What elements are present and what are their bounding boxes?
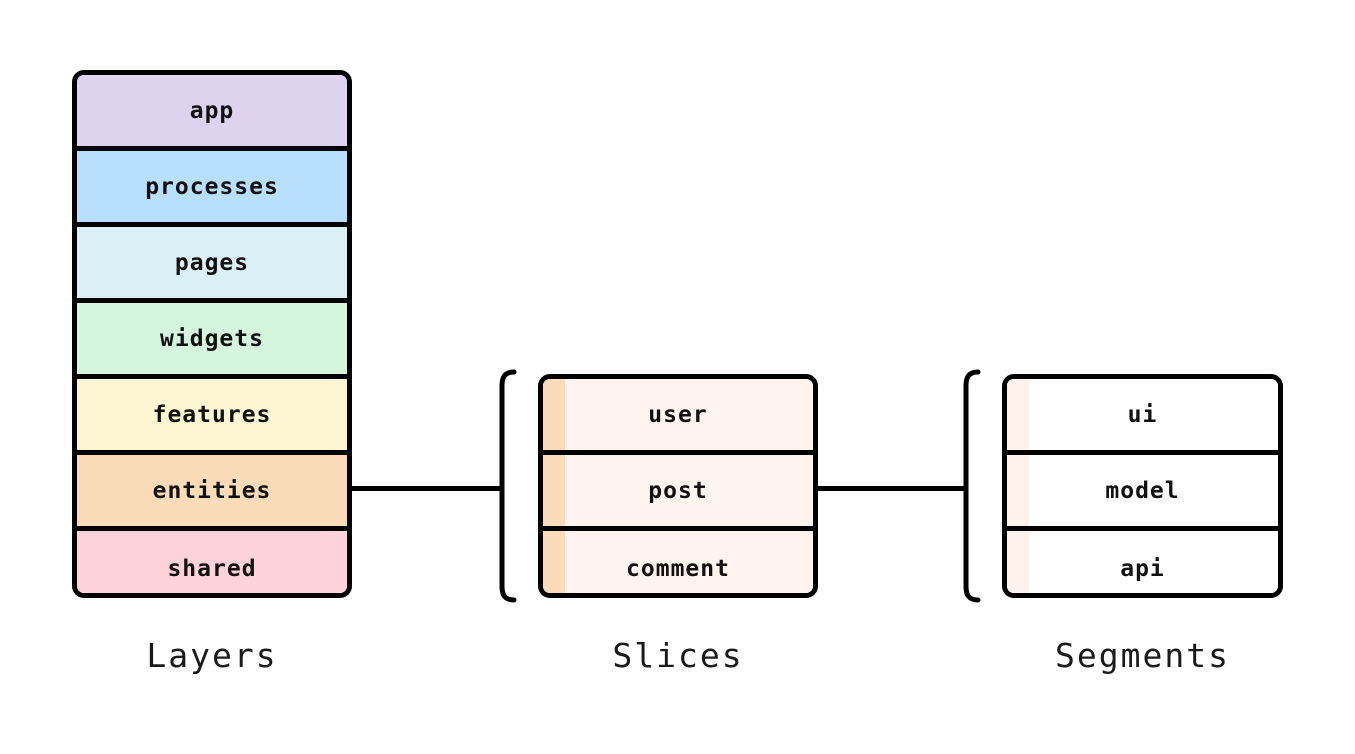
- slice-label-comment: comment: [626, 556, 730, 582]
- layer-row-entities[interactable]: entities: [77, 455, 347, 531]
- segment-stripe-model: [1007, 455, 1029, 526]
- segment-row-api[interactable]: api: [1007, 531, 1278, 593]
- layer-label-pages: pages: [174, 249, 250, 276]
- layer-row-app[interactable]: app: [77, 75, 347, 151]
- layer-row-shared[interactable]: shared: [77, 531, 347, 593]
- layers-stack: app processes pages widgets features ent…: [72, 70, 352, 598]
- layer-label-entities: entities: [152, 477, 272, 504]
- layer-label-features: features: [152, 401, 272, 428]
- slice-row-user[interactable]: user: [543, 379, 813, 455]
- layer-label-app: app: [189, 97, 235, 124]
- slice-stripe-user: [543, 379, 565, 450]
- connector-entities-to-slices: [350, 486, 502, 491]
- segment-stripe-ui: [1007, 379, 1029, 450]
- segments-bracket-icon: [956, 368, 986, 604]
- layer-label-shared: shared: [167, 556, 257, 582]
- segment-stripe-api: [1007, 531, 1029, 593]
- slice-stripe-post: [543, 455, 565, 526]
- segment-row-model[interactable]: model: [1007, 455, 1278, 531]
- segment-label-ui: ui: [1127, 401, 1158, 428]
- layer-row-features[interactable]: features: [77, 379, 347, 455]
- segment-label-model: model: [1105, 477, 1180, 504]
- slice-stripe-comment: [543, 531, 565, 593]
- slices-stack: user post comment: [538, 374, 818, 598]
- segments-stack: ui model api: [1002, 374, 1283, 598]
- layer-label-processes: processes: [145, 173, 279, 200]
- slice-label-user: user: [648, 401, 708, 428]
- layer-row-processes[interactable]: processes: [77, 151, 347, 227]
- connector-post-to-segments: [815, 486, 967, 491]
- layer-row-pages[interactable]: pages: [77, 227, 347, 303]
- caption-segments: Segments: [1055, 636, 1230, 675]
- slices-bracket-icon: [492, 368, 522, 604]
- segment-row-ui[interactable]: ui: [1007, 379, 1278, 455]
- segment-label-api: api: [1120, 556, 1165, 582]
- slice-row-comment[interactable]: comment: [543, 531, 813, 593]
- caption-slices: Slices: [612, 636, 744, 675]
- layer-row-widgets[interactable]: widgets: [77, 303, 347, 379]
- slice-row-post[interactable]: post: [543, 455, 813, 531]
- slice-label-post: post: [648, 477, 708, 504]
- caption-layers: Layers: [146, 636, 278, 675]
- layer-label-widgets: widgets: [160, 325, 264, 352]
